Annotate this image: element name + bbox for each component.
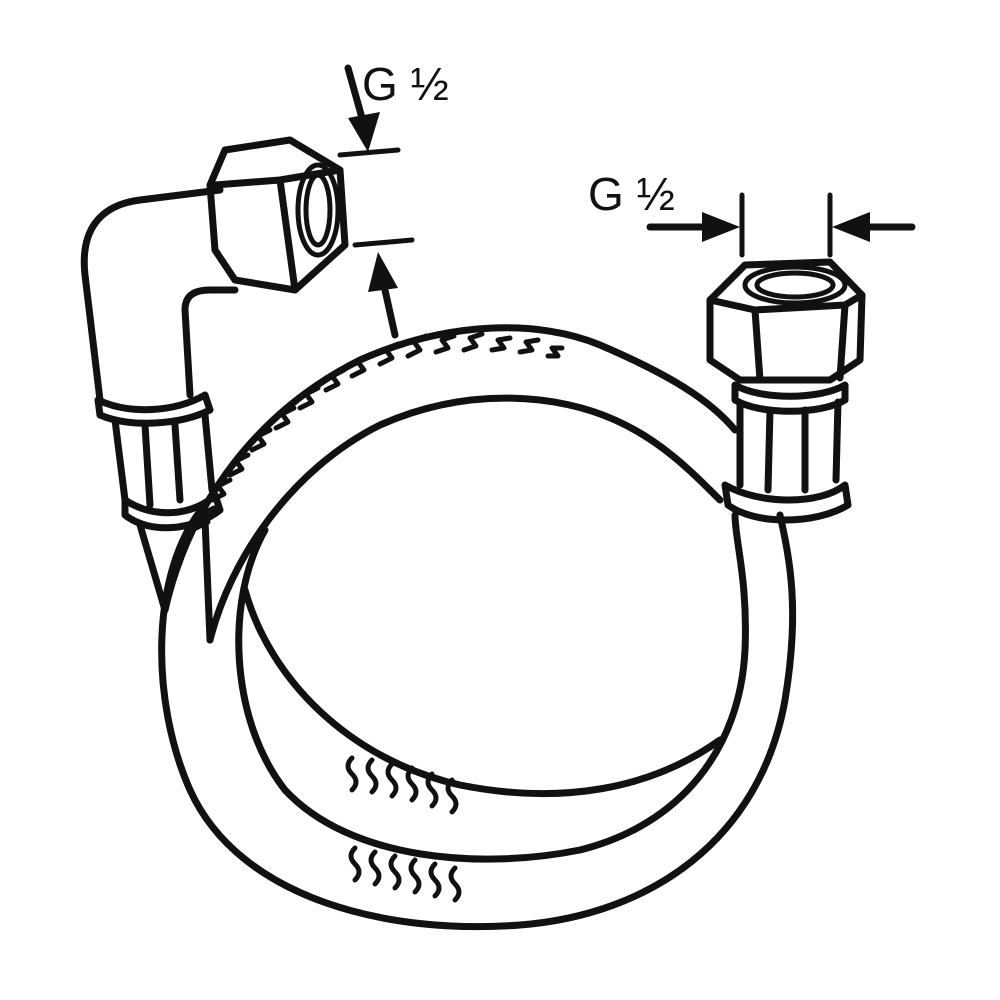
hex-nut-left xyxy=(206,136,349,294)
elbow-crimp-sleeve xyxy=(111,411,216,509)
hose-lower-inner-curve xyxy=(241,586,724,798)
dimension-left-arrow-bottom-shaft xyxy=(381,286,399,339)
braid-pattern-top xyxy=(193,331,565,531)
thread-size-label-left: G ½ xyxy=(362,58,449,110)
elbow-body xyxy=(80,186,224,404)
right-ferrule-bottom xyxy=(721,481,852,524)
right-crimp-sleeve xyxy=(736,398,842,494)
dimension-left-ext-bottom xyxy=(352,237,415,248)
hose-outer-edge xyxy=(158,501,797,931)
right-collar xyxy=(731,381,849,415)
nut-thread-right xyxy=(742,264,848,306)
arrowhead-up-icon xyxy=(368,252,398,292)
arrowhead-down-icon xyxy=(348,112,380,152)
hex-nut-right-face xyxy=(706,291,866,384)
dimension-left: G ½ xyxy=(337,58,449,339)
arrowhead-left-icon xyxy=(832,212,870,242)
dimension-right: G ½ xyxy=(588,168,916,258)
elbow-body-inner xyxy=(181,286,239,399)
nut-thread-right-inner xyxy=(754,270,836,300)
elbow-tail xyxy=(136,516,214,644)
dimension-left-arrow-top-shaft xyxy=(344,64,366,122)
hose-inner-edge xyxy=(235,511,749,863)
elbow-fitting-left xyxy=(80,136,349,644)
elbow-ferrule-top xyxy=(94,391,214,427)
thread-size-label-right: G ½ xyxy=(588,168,675,220)
braid-pattern-bottom xyxy=(345,755,462,903)
straight-fitting-right xyxy=(706,258,866,524)
arrowhead-right-icon xyxy=(702,212,740,242)
hose-top-inner xyxy=(206,394,724,644)
hex-nut-right xyxy=(706,258,866,384)
flexible-hose xyxy=(158,324,797,931)
elbow-ferrule-bottom xyxy=(121,491,224,532)
nut-thread-left xyxy=(295,162,341,258)
dimension-left-ext-top xyxy=(337,147,401,158)
nut-thread-left-inner xyxy=(303,172,333,248)
